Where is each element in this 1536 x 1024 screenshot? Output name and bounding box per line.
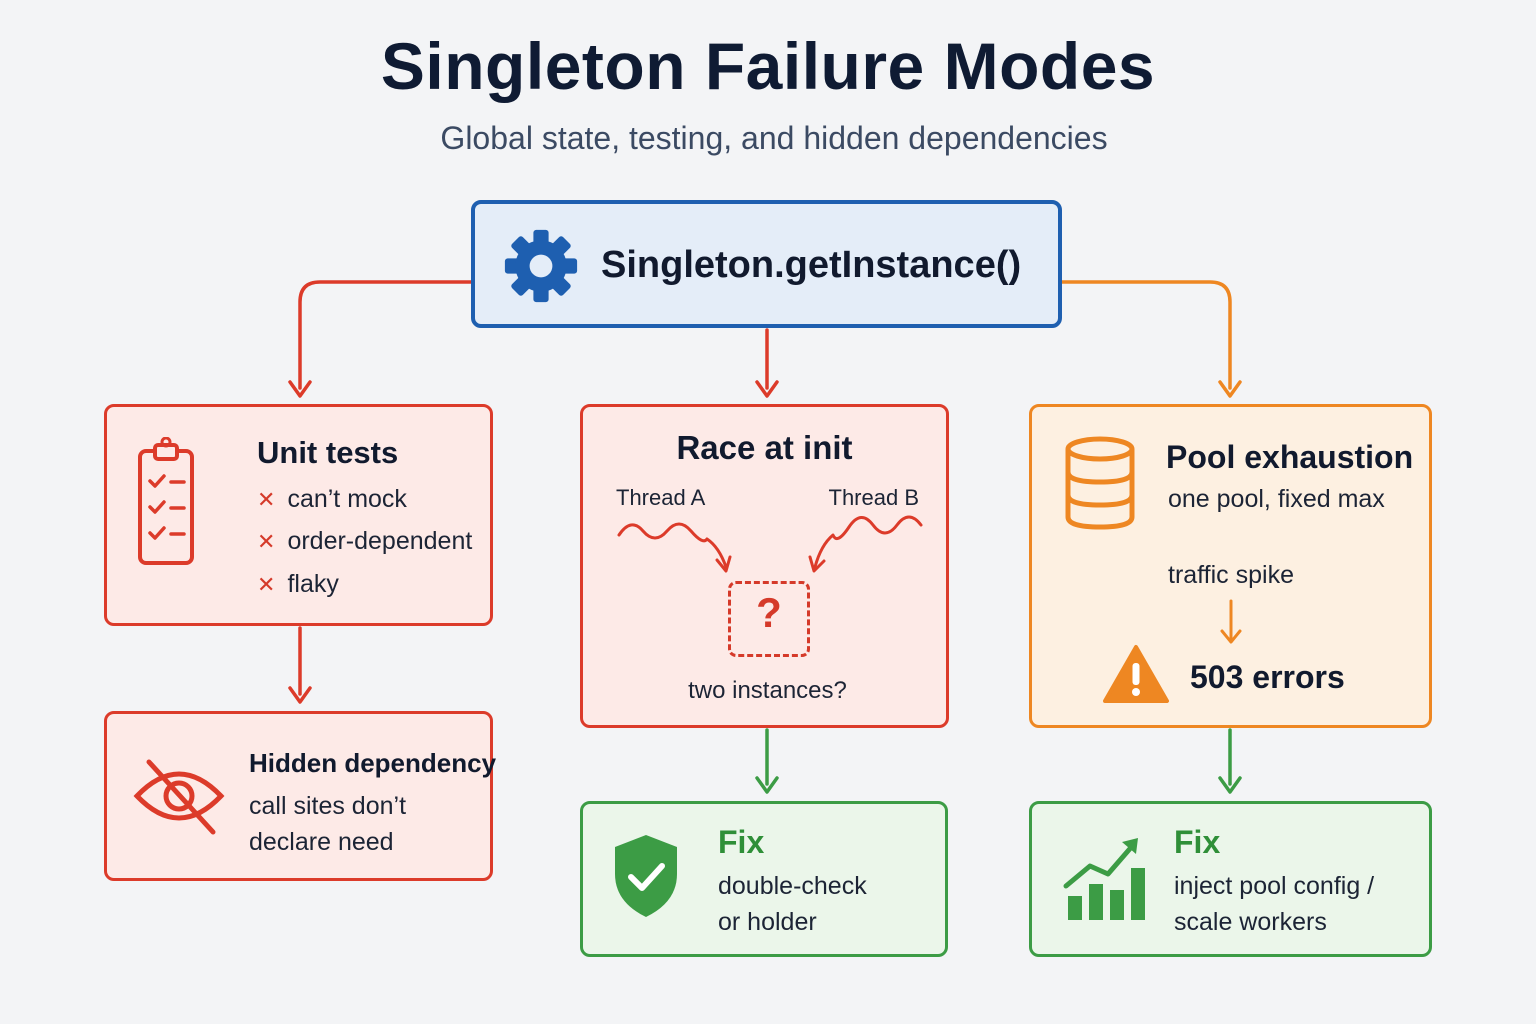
unit-tests-item: ✕ flaky: [257, 570, 339, 599]
question-box: [728, 581, 810, 657]
unit-tests-item: ✕ can’t mock: [257, 485, 407, 514]
hidden-dependency-node: Hidden dependency call sites don’t decla…: [104, 711, 497, 881]
thread-arrows: [617, 515, 923, 573]
x-mark-icon: ✕: [257, 572, 276, 597]
thread-a-arrowhead: [715, 555, 732, 573]
pool-subtitle: one pool, fixed max: [1168, 485, 1385, 513]
thread-a-label: Thread A: [616, 485, 706, 510]
fix-race-node: Fix double-check or holder: [580, 801, 948, 957]
thread-b-label: Thread B: [828, 485, 920, 510]
eye-slash-icon: [133, 759, 225, 835]
diagram-subtitle: Global state, testing, and hidden depend…: [440, 120, 1108, 156]
traffic-spike-label: traffic spike: [1168, 561, 1294, 589]
root-node: Singleton.getInstance(): [471, 200, 1062, 328]
x-mark-icon: ✕: [257, 529, 276, 554]
fix-race-line2: or holder: [718, 908, 817, 936]
database-icon: [1065, 436, 1135, 530]
unit-tests-node: Unit tests ✕can’t mock ✕order-dependent …: [104, 404, 493, 626]
fix-pool-line2: scale workers: [1174, 908, 1327, 936]
x-mark-icon: ✕: [257, 487, 276, 512]
fix-race-title: Fix: [718, 824, 765, 860]
unit-tests-title: Unit tests: [257, 435, 399, 470]
unit-tests-item-text: can’t mock: [287, 485, 407, 513]
fix-pool-node: Fix inject pool config / scale workers: [1029, 801, 1432, 957]
question-mark: ?: [756, 589, 782, 636]
pool-node: Pool exhaustion one pool, fixed max traf…: [1029, 404, 1432, 728]
thread-a-arrow: [617, 522, 728, 569]
warning-icon: [1103, 645, 1169, 703]
thread-b-arrowhead: [808, 555, 826, 573]
arrowhead-fix-pool: [1218, 776, 1242, 794]
down-arrow-icon: [1220, 599, 1242, 644]
arrowhead-unit-tests: [288, 380, 312, 398]
clipboard-checklist-icon: [138, 437, 194, 565]
503-errors-label: 503 errors: [1190, 659, 1345, 695]
unit-tests-item: ✕ order-dependent: [257, 527, 472, 556]
hidden-dependency-title: Hidden dependency: [249, 748, 497, 778]
gear-icon: [504, 229, 578, 303]
unit-tests-item-text: order-dependent: [287, 527, 473, 555]
unit-tests-item-text: flaky: [287, 570, 339, 598]
arrowhead-pool: [1218, 380, 1242, 398]
connector-root-to-unit-tests: [298, 280, 473, 390]
bar-chart-trend-icon: [1063, 838, 1145, 920]
race-node: Race at init Thread A Thread B ? two ins…: [580, 404, 949, 728]
race-title: Race at init: [676, 429, 853, 466]
fix-pool-line1: inject pool config /: [1174, 872, 1375, 900]
connector-root-to-pool: [1060, 280, 1232, 390]
fix-race-line1: double-check: [718, 872, 867, 900]
hidden-dependency-line2: declare need: [249, 828, 394, 856]
thread-b-arrow: [813, 515, 923, 569]
arrowhead-hidden: [288, 686, 312, 704]
pool-title: Pool exhaustion: [1166, 439, 1414, 475]
arrowhead-race: [755, 380, 779, 398]
diagram-title: Singleton Failure Modes: [380, 29, 1156, 103]
fix-pool-title: Fix: [1174, 824, 1221, 860]
hidden-dependency-line1: call sites don’t: [249, 792, 407, 820]
shield-check-icon: [615, 835, 677, 917]
arrowhead-fix-race: [755, 776, 779, 794]
root-label: Singleton.getInstance(): [601, 244, 1022, 286]
race-footer: two instances?: [688, 677, 847, 704]
